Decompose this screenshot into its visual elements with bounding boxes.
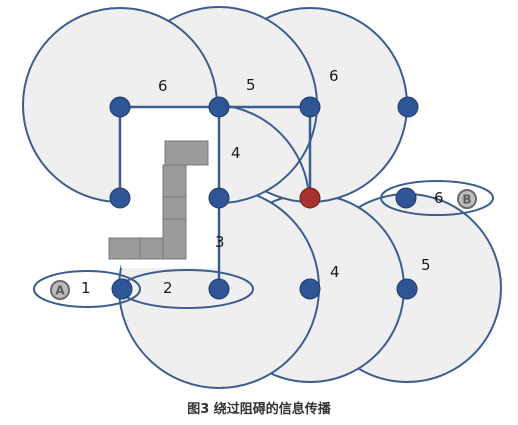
node <box>208 278 230 300</box>
node <box>109 187 131 209</box>
hop-label: 2 <box>163 279 173 297</box>
endpoint-a-marker <box>50 280 70 300</box>
node <box>397 96 419 118</box>
endpoint-a-label: A <box>55 284 65 298</box>
hop-label: 1 <box>81 279 91 297</box>
node <box>299 278 321 300</box>
active-node <box>299 187 321 209</box>
hop-label: 3 <box>215 233 225 251</box>
hop-label: 4 <box>231 144 241 162</box>
node <box>395 187 417 209</box>
obstacle-block <box>164 140 209 166</box>
obstacle <box>108 140 209 260</box>
node <box>396 278 418 300</box>
endpoint-b-label: B <box>462 193 471 207</box>
obstacle-block <box>162 196 187 220</box>
hop-label: 5 <box>421 256 431 274</box>
node <box>111 278 133 300</box>
obstacle-block <box>108 237 141 260</box>
obstacle-block <box>162 218 187 260</box>
figure-caption: 图3 绕过阻碍的信息传播 <box>187 402 331 417</box>
obstacle-block <box>162 164 187 198</box>
node <box>208 187 230 209</box>
node <box>109 96 131 118</box>
hop-label: 4 <box>330 263 340 281</box>
hop-label: 5 <box>246 76 256 94</box>
obstacle-block <box>139 237 164 260</box>
endpoint-b-marker <box>457 189 477 209</box>
hop-label: 6 <box>434 189 444 207</box>
hop-ellipse-6 <box>380 180 494 216</box>
hop-label: 6 <box>158 77 168 95</box>
node <box>299 96 321 118</box>
node <box>208 96 230 118</box>
hop-ellipse-1 <box>33 270 141 308</box>
hop-label: 6 <box>329 67 339 85</box>
